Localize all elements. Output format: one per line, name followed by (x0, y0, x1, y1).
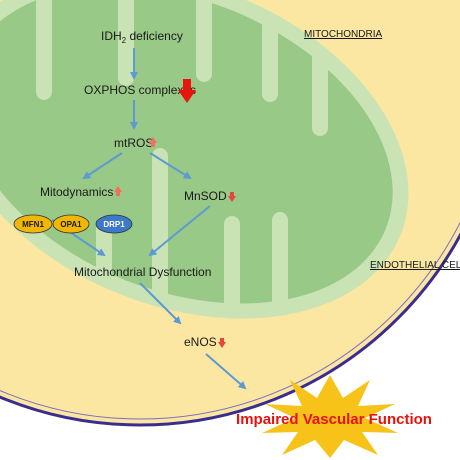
starburst-icon (262, 375, 398, 458)
oxphos-label: OXPHOS complexes (84, 83, 196, 97)
idh2-suffix: deficiency (126, 29, 183, 43)
down-arrow-icon (228, 192, 236, 202)
opa1-label: OPA1 (60, 220, 82, 229)
drp1-protein: DRP1 (95, 214, 133, 234)
idh2-deficiency-label: IDH2 deficiency (101, 29, 183, 45)
opa1-protein: OPA1 (52, 214, 90, 234)
crista (152, 148, 168, 358)
crista (262, 0, 278, 102)
down-arrow-icon (218, 338, 226, 348)
crista (196, 0, 212, 82)
idh2-prefix: IDH (101, 29, 122, 43)
mfn1-label: MFN1 (22, 220, 44, 229)
mitodynamics-label: Mitodynamics (40, 185, 113, 199)
down-arrow-icon (178, 79, 196, 103)
mtros-label: mtROS (114, 136, 153, 150)
drp1-label: DRP1 (103, 220, 125, 229)
impaired-vascular-function-label: Impaired Vascular Function (236, 411, 432, 428)
idh2-subscript: 2 (122, 36, 127, 45)
mnsod-label: MnSOD (184, 189, 227, 203)
arrow-enos-to-impaired (205, 353, 247, 390)
mfn1-protein: MFN1 (13, 214, 53, 234)
arrow-mnsod-to-dysfunction (148, 205, 211, 257)
up-arrow-icon (114, 186, 122, 196)
enos-label: eNOS (184, 335, 217, 349)
crista (118, 0, 134, 86)
endothelial-cell-inner-membrane (0, 221, 460, 420)
mitochondria-label: MITOCHONDRIA (304, 29, 382, 40)
arrow-mtros-to-mnsod (149, 152, 192, 180)
up-arrow-icon (149, 137, 157, 147)
arrow-dysfunction-to-enos (139, 282, 182, 325)
crista (36, 0, 52, 100)
arrow-mtros-to-mitodynamics (82, 152, 123, 180)
mitochondrial-dysfunction-label: Mitochondrial Dysfunction (74, 265, 211, 279)
endothelial-cell-label: ENDOTHELIAL CELL (370, 260, 460, 271)
